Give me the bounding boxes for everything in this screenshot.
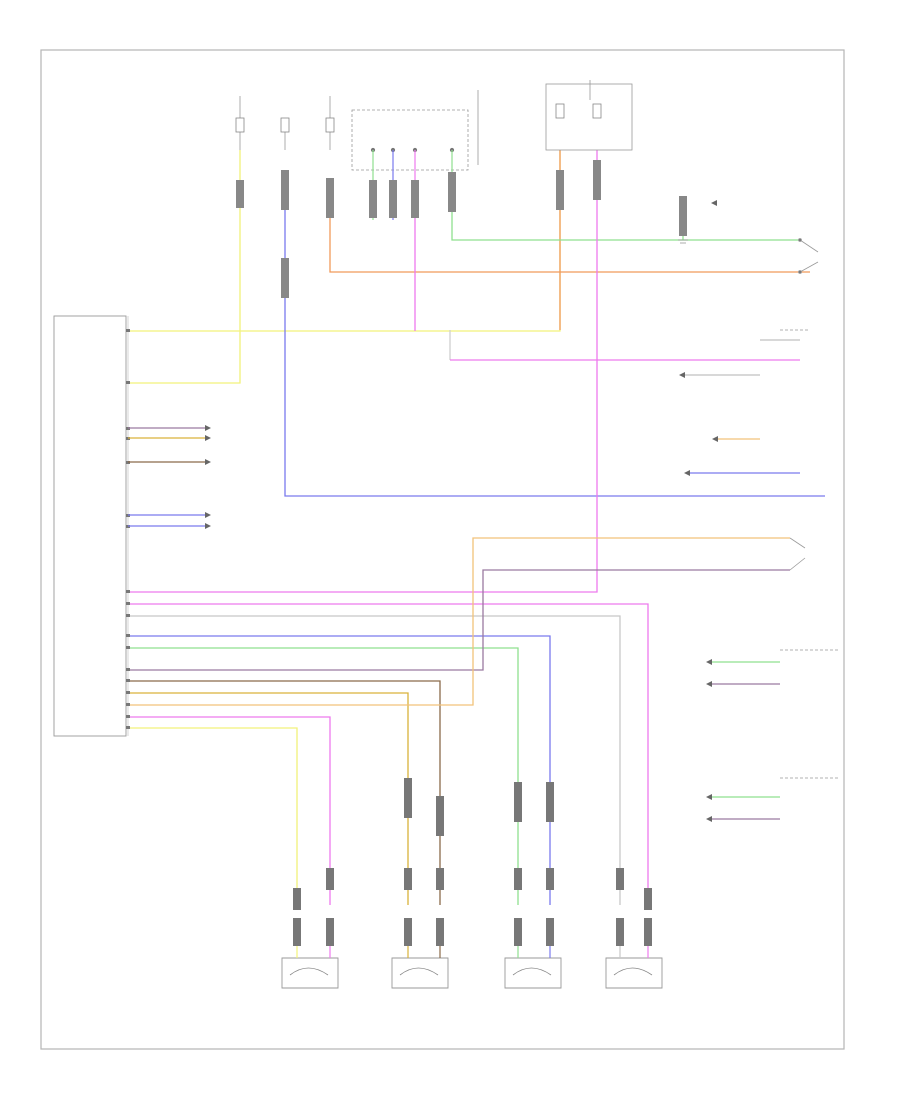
sensor-1 bbox=[281, 957, 339, 989]
sensor-wire-connectors bbox=[293, 778, 652, 946]
fuses bbox=[235, 103, 602, 133]
right-components bbox=[678, 238, 840, 779]
right-stub-wires bbox=[685, 374, 800, 820]
center-terminals bbox=[370, 147, 455, 153]
fuse-icon bbox=[592, 103, 602, 119]
sensor-3 bbox=[504, 957, 562, 989]
wire-yellow-c bbox=[128, 727, 298, 905]
wire-violet-b bbox=[128, 603, 649, 905]
inline-connectors bbox=[236, 160, 687, 298]
fuse-icon bbox=[555, 103, 565, 119]
sensor-stubs bbox=[296, 946, 649, 958]
wire-lightgray bbox=[128, 615, 621, 905]
wire-violet-c bbox=[128, 716, 331, 905]
fuse-icon bbox=[235, 117, 245, 133]
wires bbox=[128, 150, 825, 905]
wire-blue-long bbox=[284, 175, 825, 497]
right-arrows bbox=[679, 200, 718, 822]
module-box bbox=[53, 315, 127, 737]
fuse-box-top-right bbox=[545, 83, 633, 151]
fuse-icon bbox=[325, 117, 335, 133]
wire-brown-b bbox=[128, 680, 441, 905]
wire-violet-batt bbox=[128, 240, 598, 593]
wire-tan-b bbox=[128, 537, 790, 706]
fuse-box-top-center bbox=[351, 109, 469, 171]
fuse-icon bbox=[280, 117, 290, 133]
control-module bbox=[53, 315, 129, 737]
wire-blue-b bbox=[128, 635, 551, 905]
sensor-4 bbox=[605, 957, 663, 989]
sensor-2 bbox=[391, 957, 449, 989]
wire-green-switch bbox=[451, 200, 800, 241]
wire-green-b bbox=[128, 647, 519, 905]
wire-yellow-ign bbox=[128, 150, 241, 384]
module-stubs bbox=[128, 427, 205, 527]
diagram-frame bbox=[40, 49, 845, 1050]
wire-orange-feed bbox=[329, 190, 810, 273]
stub-arrows bbox=[205, 425, 211, 529]
power-distribution bbox=[239, 80, 633, 171]
wire-purple-b bbox=[128, 569, 790, 671]
wire-gold-b bbox=[128, 692, 409, 905]
